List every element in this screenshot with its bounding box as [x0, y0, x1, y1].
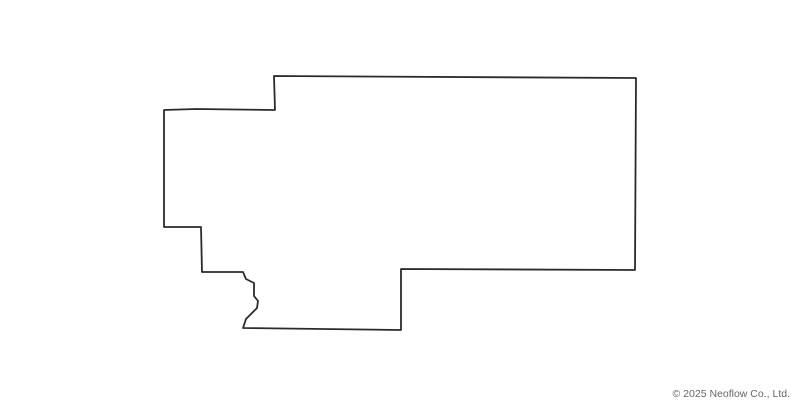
map-attribution: © 2025 Neoflow Co., Ltd.: [672, 388, 790, 400]
region-boundary[interactable]: [163, 75, 637, 331]
